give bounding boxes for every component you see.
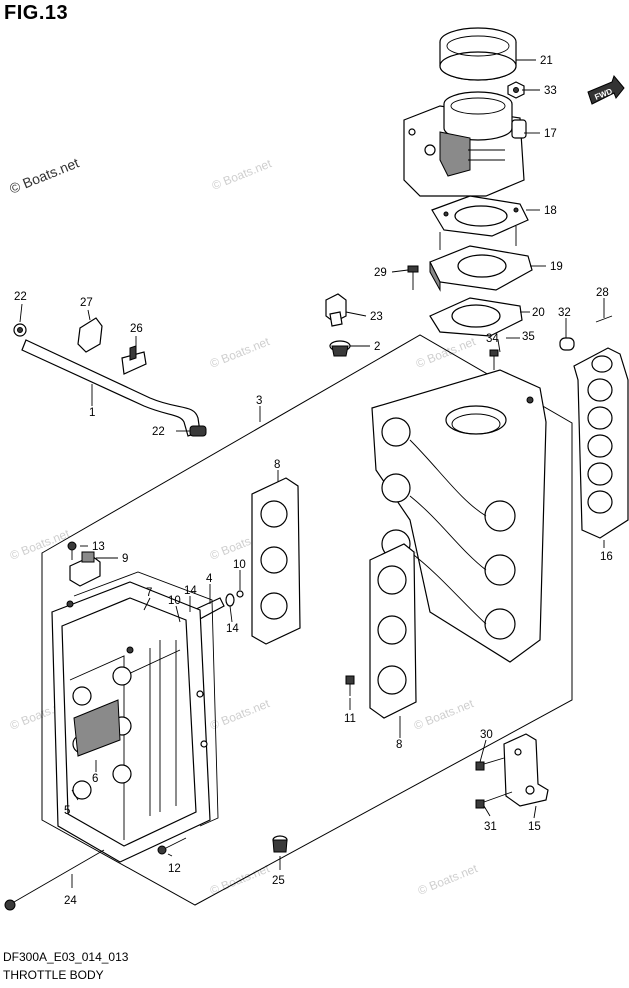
part-number-10-left: 10 [168,595,181,607]
watermark: © Boats.net [412,696,476,733]
bracket-27 [77,317,103,353]
part-number-24: 24 [64,895,77,907]
ring-14-right [225,593,235,607]
clip-26 [121,345,147,375]
clamp-22-bottom [189,425,207,437]
watermark: © Boats.net [210,156,274,193]
part-number-27: 27 [80,297,93,309]
part-number-29: 29 [374,267,387,279]
part-number-9: 9 [122,553,128,565]
watermark: © Boats.net [416,861,480,898]
bolt-29 [407,265,419,290]
part-number-14-right: 14 [226,623,239,635]
part-number-20: 20 [532,307,545,319]
cap-2 [329,340,351,357]
part-number-11: 11 [344,713,356,725]
part-number-8-upper: 8 [274,459,280,471]
part-number-22-top: 22 [14,291,27,303]
bolt-28 [595,315,613,323]
part-number-2: 2 [374,341,380,353]
adapter-19 [429,226,533,292]
diagram-code: DF300A_E03_014_013 [3,950,129,964]
part-number-32: 32 [558,307,571,319]
intake-manifold [371,369,547,663]
part-number-10-right: 10 [233,559,246,571]
diagram-name: THROTTLE BODY [3,968,104,982]
nut-33 [507,81,525,99]
part-number-33: 33 [544,85,557,97]
part-number-15: 15 [528,821,541,833]
part-number-1: 1 [89,407,95,419]
leader-lines [19,59,605,888]
silencer-case-5 [51,581,211,863]
bolt-12 [157,837,187,855]
grommet-25 [272,835,288,853]
seal-ring-21 [439,27,517,81]
part-number-7: 7 [146,587,152,599]
part-number-14-left: 14 [184,585,197,597]
bracket-15 [503,733,549,807]
figure-title: FIG.13 [4,2,69,24]
part-number-30: 30 [480,729,493,741]
hose-1 [21,339,201,437]
part-number-8-lower: 8 [396,739,402,751]
bolt-11 [345,675,355,696]
part-number-18: 18 [544,205,557,217]
part-number-26: 26 [130,323,143,335]
bolt-34 [489,349,499,370]
part-number-17: 17 [544,128,557,140]
part-number-labels: 21 33 17 18 19 29 20 23 2 34 35 32 28 22… [14,55,613,907]
part-number-28: 28 [596,287,609,299]
part-number-34: 34 [486,333,499,345]
watermark: © Boats.net [208,696,272,733]
gasket-20 [429,297,523,337]
gasket-18 [431,195,529,237]
throttle-body-17 [403,91,527,197]
gasket-8-lower [369,543,417,719]
bolt-31 [475,791,513,809]
sensor-9 [69,551,101,587]
gasket-16 [573,347,629,539]
watermark: © Boats.net [208,334,272,371]
part-number-16: 16 [600,551,613,563]
part-number-25: 25 [272,875,285,887]
part-number-22-bottom: 22 [152,426,165,438]
part-number-3: 3 [256,395,262,407]
part-number-13: 13 [92,541,105,553]
oring-10-right [236,590,244,598]
pin-32 [559,337,575,351]
part-number-4: 4 [206,573,213,585]
watermark-main: © Boats.net [7,154,81,196]
part-number-6: 6 [92,773,98,785]
part-number-5: 5 [64,805,70,817]
part-number-19: 19 [550,261,563,273]
part-number-23: 23 [370,311,383,323]
gasket-7 [73,571,219,827]
bolt-24 [4,849,105,911]
part-number-12: 12 [168,863,181,875]
part-number-21: 21 [540,55,553,67]
gasket-8-upper [251,477,301,645]
part-number-31: 31 [484,821,497,833]
assembly-frame [41,334,573,906]
clamp-22-top [13,323,27,337]
part-number-35: 35 [522,331,535,343]
watermark: © Boats.net [8,526,72,563]
screw-13 [67,541,77,560]
fwd-arrow-icon: FWD [587,74,625,105]
fitting-23 [325,293,347,327]
watermark: © Boats.net [414,334,478,371]
